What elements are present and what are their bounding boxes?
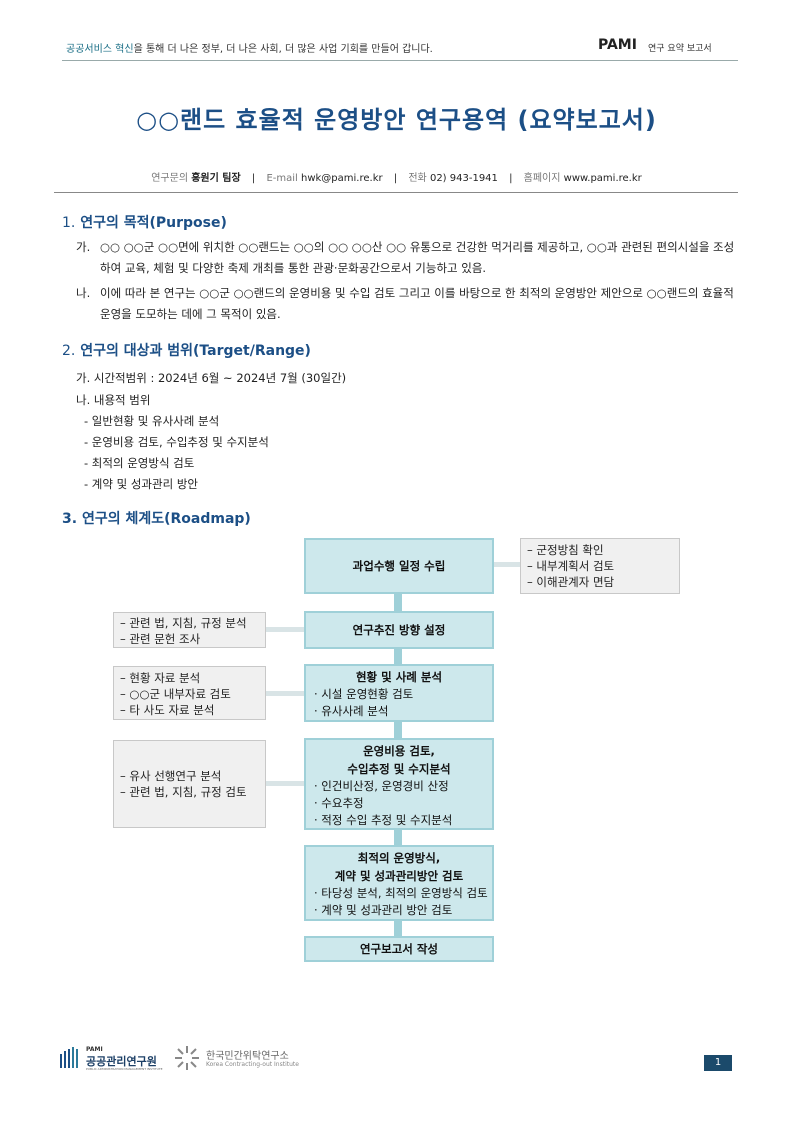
item-mark: 나. <box>76 286 91 300</box>
step-sub: · 수요추정 <box>314 796 364 810</box>
step-title: 연구추진 방향 설정 <box>352 623 446 637</box>
step-sub: · 시설 운영현황 검토 <box>314 687 414 701</box>
note-item: – 타 사도 자료 분석 <box>120 703 215 717</box>
phone-value: 02) 943-1941 <box>429 173 498 184</box>
logo-eng: Korea Contracting-out Institute <box>206 1061 299 1068</box>
separator: | <box>393 173 398 184</box>
phone-label: 전화 <box>408 173 427 184</box>
purpose-paragraph-b: 이에 따라 본 연구는 ○○군 ○○랜드의 운영비용 및 수입 검토 그리고 이… <box>100 286 734 321</box>
inquiry-value: 홍원기 팀장 <box>191 173 241 184</box>
note-item: – ○○군 내부자료 검토 <box>120 687 231 701</box>
logo-small: PAMI <box>86 1046 103 1053</box>
note-item: – 관련 문헌 조사 <box>120 632 201 646</box>
note-item: – 군정방침 확인 <box>527 543 604 557</box>
header-slogan: 공공서비스 혁신을 통해 더 나은 정부, 더 나은 사회, 더 많은 사업 기… <box>66 40 433 55</box>
section-number: 2. <box>62 343 76 359</box>
header-doc-type: 연구 요약 보고서 <box>648 44 712 54</box>
step-sub: · 타당성 분석, 최적의 운영방식 검토 <box>314 886 488 900</box>
header-brand: PAMI <box>598 37 637 53</box>
slogan-text: 을 통해 더 나은 정부, 더 나은 사회, 더 많은 사업 기회를 만들어 갑… <box>133 44 433 55</box>
side-connector <box>264 781 306 786</box>
email-link[interactable]: hwk@pami.re.kr <box>301 173 383 184</box>
side-note-direction: – 관련 법, 지침, 규정 분석 – 관련 문헌 조사 <box>113 612 266 648</box>
email-label: E-mail <box>266 173 298 184</box>
roadmap-step-report: 연구보고서 작성 <box>304 936 494 962</box>
item-mark: 가. <box>76 240 91 254</box>
step-title: 운영비용 검토, <box>363 744 435 758</box>
side-connector <box>264 691 306 696</box>
step-title: 수입추정 및 수지분석 <box>347 762 451 776</box>
roadmap-step-cost-review: 운영비용 검토, 수입추정 및 수지분석 · 인건비산정, 운영경비 산정 · … <box>304 738 494 830</box>
step-sub: · 계약 및 성과관리 방안 검토 <box>314 903 453 917</box>
contact-line: 연구문의 홍원기 팀장 | E-mail hwk@pami.re.kr | 전화… <box>0 169 793 184</box>
page-number: 1 <box>704 1055 732 1071</box>
list-item: - 일반현황 및 유사사례 분석 <box>84 414 220 428</box>
section-1-heading: 1. 연구의 목적(Purpose) <box>62 212 227 232</box>
inquiry-label: 연구문의 <box>151 173 189 184</box>
time-range: 가. 시간적범위 : 2024년 6월 ~ 2024년 7월 (30일간) <box>76 371 347 385</box>
purpose-paragraph-a: ○○ ○○군 ○○면에 위치한 ○○랜드는 ○○의 ○○ ○○산 ○○ 유통으로… <box>100 240 735 275</box>
section-title: 연구의 목적(Purpose) <box>80 215 227 231</box>
section-number: 3. <box>62 511 78 527</box>
homepage-link[interactable]: www.pami.re.kr <box>563 173 642 184</box>
logo-name: 한국민간위탁연구소 <box>206 1051 289 1062</box>
homepage-label: 홈페이지 <box>523 173 561 184</box>
list-item: - 운영비용 검토, 수입추정 및 수지분석 <box>84 435 269 449</box>
side-note-analysis: – 현황 자료 분석 – ○○군 내부자료 검토 – 타 사도 자료 분석 <box>113 666 266 720</box>
note-item: – 유사 선행연구 분석 <box>120 769 222 783</box>
roadmap-step-analysis: 현황 및 사례 분석 · 시설 운영현황 검토 · 유사사례 분석 <box>304 664 494 722</box>
title-divider <box>54 192 738 193</box>
section-title: 연구의 대상과 범위(Target/Range) <box>80 343 311 359</box>
note-item: – 관련 법, 지침, 규정 검토 <box>120 785 247 799</box>
step-title: 연구보고서 작성 <box>359 942 439 956</box>
section-3-heading: 3. 연구의 체계도(Roadmap) <box>62 508 251 528</box>
side-note-cost-review: – 유사 선행연구 분석 – 관련 법, 지침, 규정 검토 <box>113 740 266 828</box>
side-note-schedule: – 군정방침 확인 – 내부계획서 검토 – 이해관계자 면담 <box>520 538 680 594</box>
side-connector <box>492 562 528 567</box>
note-item: – 현황 자료 분석 <box>120 671 201 685</box>
step-title: 최적의 운영방식, <box>357 851 441 865</box>
step-title: 계약 및 성과관리방안 검토 <box>334 869 464 883</box>
list-item: - 계약 및 성과관리 방안 <box>84 477 198 491</box>
step-sub: · 적정 수입 추정 및 수지분석 <box>314 813 453 827</box>
step-sub: · 유사사례 분석 <box>314 704 389 718</box>
step-title: 현황 및 사례 분석 <box>355 670 443 684</box>
note-item: – 내부계획서 검토 <box>527 559 615 573</box>
list-item: - 최적의 운영방식 검토 <box>84 456 195 470</box>
header-divider <box>62 60 738 61</box>
starburst-icon <box>175 1046 199 1070</box>
side-connector <box>264 627 306 632</box>
note-item: – 이해관계자 면담 <box>527 575 615 589</box>
section-number: 1. <box>62 215 76 231</box>
pami-bars-icon <box>60 1047 78 1068</box>
content-range: 나. 내용적 범위 <box>76 393 151 407</box>
section-2-heading: 2. 연구의 대상과 범위(Target/Range) <box>62 340 311 360</box>
separator: | <box>509 173 513 184</box>
logo-name: 공공관리연구원 <box>86 1055 157 1068</box>
logo-eng: PUBLIC ADMINISTRATION MANAGEMENT INSTITU… <box>86 1067 163 1071</box>
roadmap-step-schedule: 과업수행 일정 수립 <box>304 538 494 594</box>
roadmap-step-operation-method: 최적의 운영방식, 계약 및 성과관리방안 검토 · 타당성 분석, 최적의 운… <box>304 845 494 921</box>
note-item: – 관련 법, 지침, 규정 분석 <box>120 616 247 630</box>
separator: | <box>251 173 256 184</box>
section-title: 연구의 체계도(Roadmap) <box>81 511 251 527</box>
page-title: ○○랜드 효율적 운영방안 연구용역 (요약보고서) <box>136 106 657 134</box>
step-title: 과업수행 일정 수립 <box>352 559 446 573</box>
roadmap-step-direction: 연구추진 방향 설정 <box>304 611 494 649</box>
step-sub: · 인건비산정, 운영경비 산정 <box>314 779 449 793</box>
slogan-highlight: 공공서비스 혁신 <box>66 44 134 55</box>
